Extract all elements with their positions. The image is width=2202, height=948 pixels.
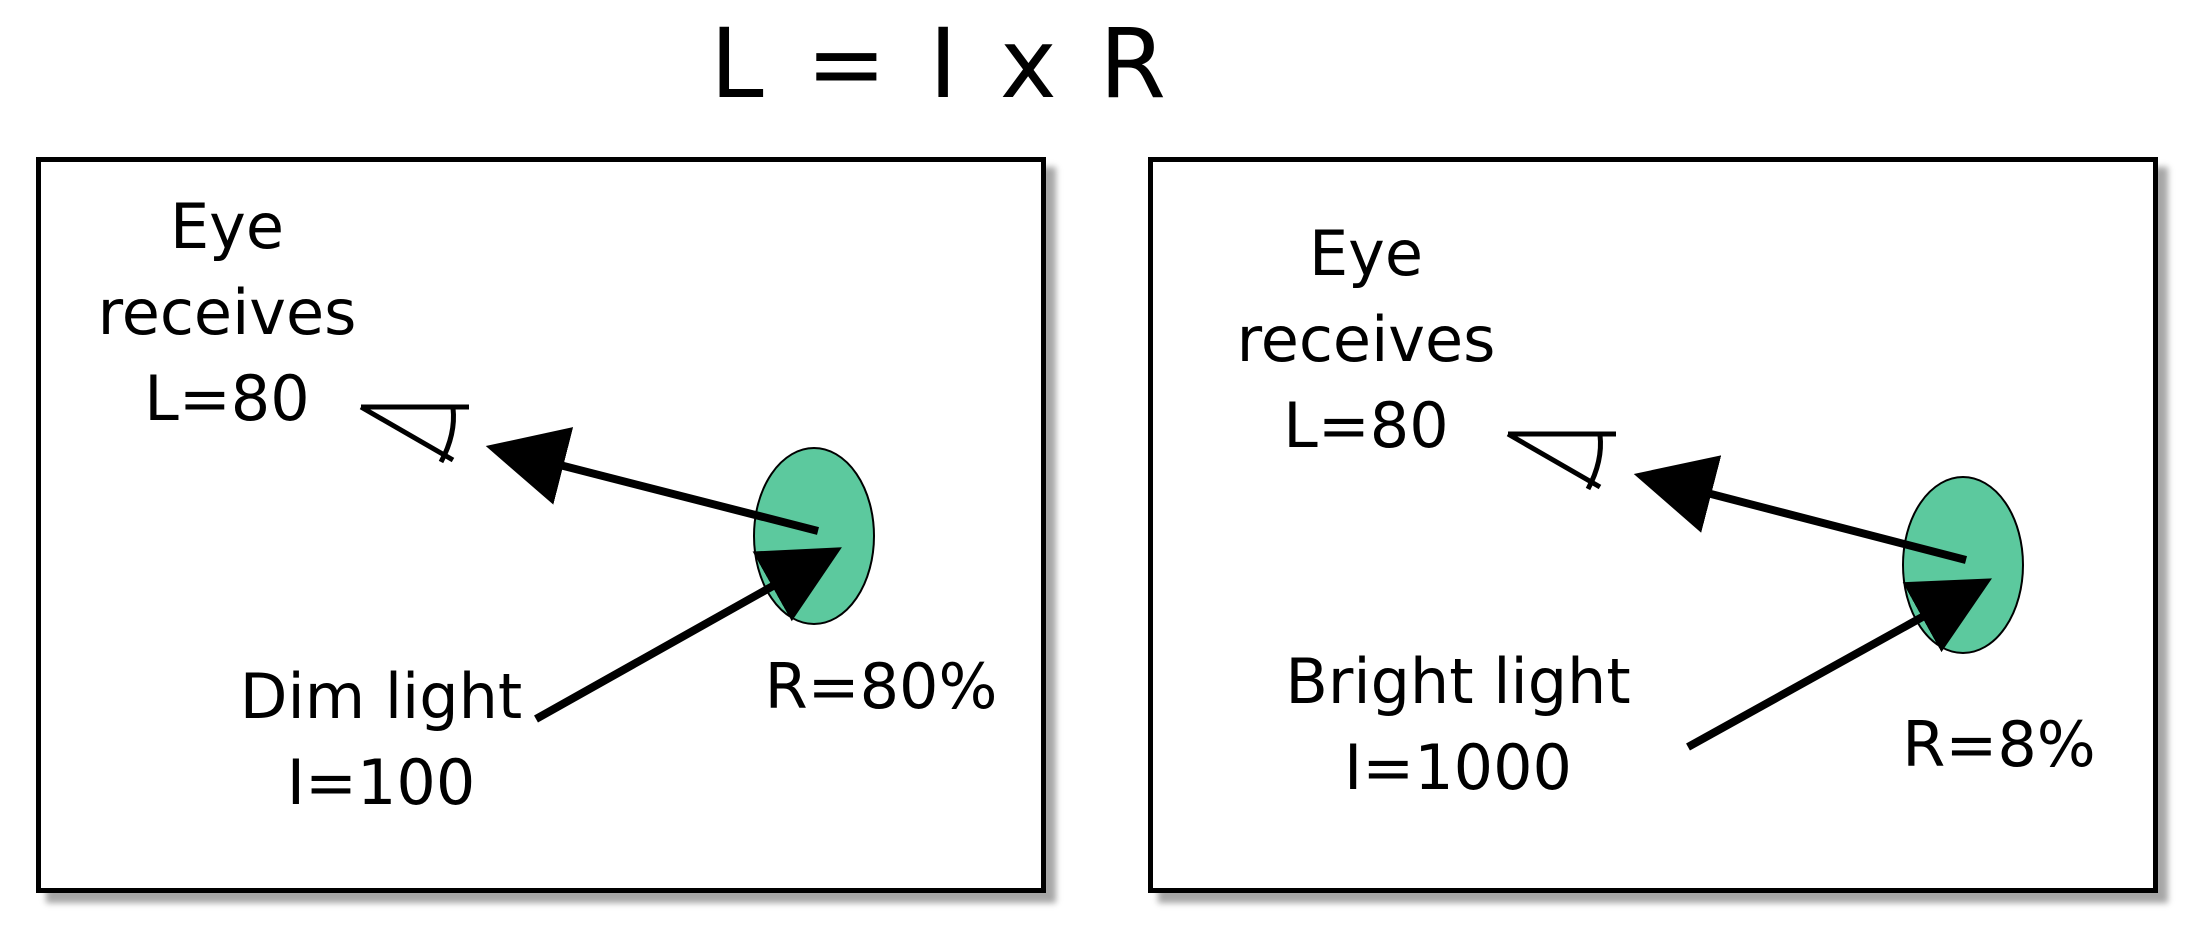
reflected-light-arrow: [1633, 455, 1968, 564]
eye-icon: [1506, 431, 1616, 491]
light-label-line-2: I=1000: [1343, 731, 1573, 804]
eye-label-line-2: receives: [1236, 303, 1496, 376]
surface-ellipse: [1902, 476, 2024, 654]
light-label-line-1: Dim light: [239, 660, 523, 733]
light-source-label: Dim light I=100: [211, 654, 551, 826]
eye-label-line-1: Eye: [1308, 217, 1423, 290]
incident-light-arrow: [1686, 578, 1992, 751]
panel-dim-light: Eye receives L=80 Dim light I=100 R=80%: [36, 157, 1046, 893]
eye-label-line-3: L=80: [144, 362, 310, 435]
reflectance-label: R=80%: [764, 650, 998, 723]
light-label-line-1: Bright light: [1285, 645, 1631, 718]
reflected-light-arrow: [485, 427, 819, 535]
reflectance-label: R=8%: [1902, 708, 2096, 781]
bright-light-diagram: [1506, 431, 2024, 751]
light-source-label: Bright light I=1000: [1248, 639, 1668, 811]
incident-light-arrow: [534, 547, 842, 723]
dim-light-diagram: [359, 404, 875, 723]
equation-title: L = I x R: [710, 8, 1172, 120]
eye-label-line-1: Eye: [169, 190, 284, 263]
panel-bright-light: Eye receives L=80 Bright light I=1000 R=…: [1148, 157, 2158, 893]
eye-receives-label: Eye receives L=80: [67, 184, 387, 442]
surface-ellipse: [753, 447, 875, 625]
eye-receives-label: Eye receives L=80: [1206, 211, 1526, 469]
eye-label-line-2: receives: [97, 276, 357, 349]
light-label-line-2: I=100: [286, 746, 476, 819]
eye-icon: [359, 404, 469, 464]
eye-label-line-3: L=80: [1283, 389, 1449, 462]
